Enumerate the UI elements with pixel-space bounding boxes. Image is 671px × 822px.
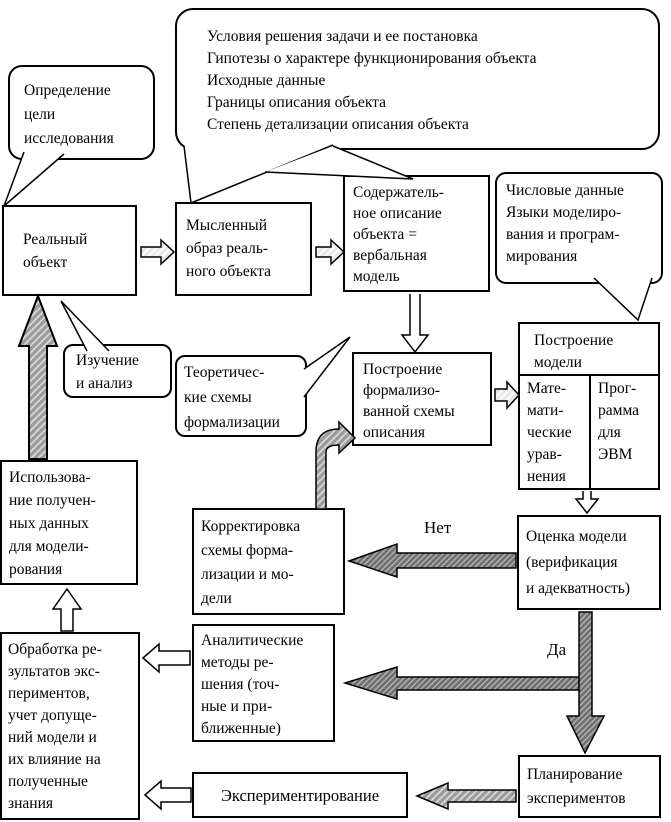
- tail-numeric-to-model-building: [593, 277, 653, 322]
- node-math-equations: Мате- мати- ческие урав- нения: [520, 376, 591, 488]
- node-computer-program: Прог- рамма для ЭВМ: [598, 380, 640, 463]
- node-results-processing: Обработка ре- зультатов экс- периментов,…: [0, 632, 140, 820]
- arrow-usage-to-real-object-icon: [17, 293, 59, 460]
- node-experimenting-label: Экспериментирование: [220, 785, 380, 805]
- node-experiment-planning: Планирование экспериментов: [518, 755, 661, 818]
- arrow-planning-to-experimenting-icon: [415, 781, 517, 811]
- arrow-model-to-evaluation-icon: [574, 491, 600, 515]
- model-building-subnodes: Мате- мати- ческие урав- нения Прог- рам…: [520, 376, 658, 488]
- node-analytic-methods: Аналитические методы ре- шения (точ- ные…: [192, 624, 335, 742]
- tail-theory-to-formalized-scheme: [303, 336, 351, 398]
- tail-conditions-to-verbal-model: [264, 145, 414, 180]
- branch-label-no: Нет: [422, 518, 454, 538]
- node-data-usage: Использова- ние получен- ных данных для …: [0, 460, 138, 585]
- arrow-evaluation-to-planning-icon: [565, 611, 606, 755]
- arrow-real-to-mental-icon: [140, 238, 176, 266]
- arrow-analytic-to-processing-icon: [141, 642, 191, 674]
- arrow-experimenting-to-processing-icon: [143, 779, 192, 811]
- tail-study-to-real-object: [60, 300, 110, 352]
- bubble-task-conditions: Условия решения задачи и ее постановка Г…: [175, 8, 660, 150]
- arrow-processing-to-usage-icon: [51, 587, 83, 632]
- arrow-formal-to-model-icon: [494, 380, 521, 410]
- arrow-correction-to-formal-icon: [315, 420, 357, 510]
- node-formalized-scheme: Построение формализо- ванной схемы описа…: [352, 352, 492, 446]
- bubble-theoretical-schemes: Теоретичес- кие схемы формализации: [175, 355, 307, 437]
- node-model-evaluation: Оценка модели (верификация и адекватност…: [517, 515, 661, 610]
- node-experimenting: Экспериментирование: [192, 772, 408, 818]
- arrow-verbal-to-formal-icon: [400, 294, 430, 354]
- arrow-mental-to-verbal-icon: [315, 238, 346, 266]
- node-real-object-label: Реальный объект: [23, 230, 88, 271]
- branch-label-yes: Да: [545, 640, 569, 660]
- node-correction: Корректировка схемы форма- лизации и мо-…: [192, 508, 345, 615]
- node-verbal-model: Содержатель- ное описание объекта = верб…: [343, 175, 490, 292]
- node-model-building: Построение модели Мате- мати- ческие ура…: [518, 322, 660, 490]
- node-mental-image: Мысленный образ реаль- ного объекта: [175, 202, 312, 296]
- tail-goal-to-real-object: [3, 151, 65, 207]
- arrow-evaluation-to-correction-icon: [346, 542, 517, 579]
- node-model-building-header: Построение модели: [520, 324, 658, 376]
- bubble-research-goal: Определение цели исследования: [8, 65, 155, 160]
- bubble-study-analysis: Изучение и анализ: [63, 344, 172, 398]
- node-real-object: Реальный объект: [2, 205, 137, 296]
- arrow-yes-to-analytic-icon: [342, 665, 584, 701]
- bubble-numeric-data-languages: Числовые данные Языки моделиро- вания и …: [495, 172, 663, 284]
